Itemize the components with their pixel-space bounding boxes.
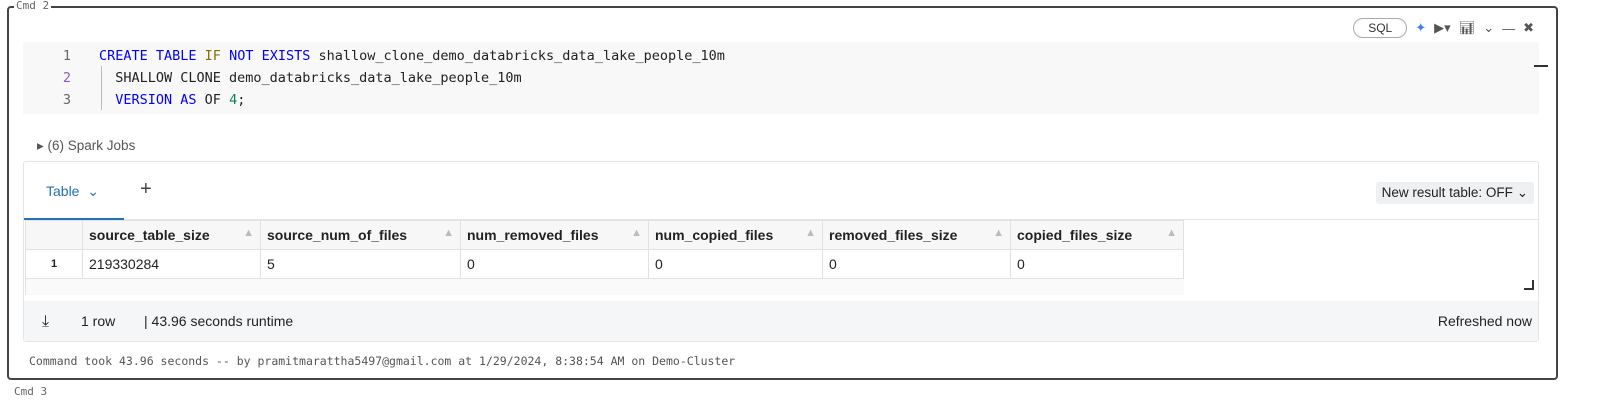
results-panel: Table ⌄ + New result table: OFF ⌄ source… [23,161,1539,342]
tab-label: Table [46,183,80,199]
column-header[interactable]: source_num_of_files ▲ [260,220,461,250]
column-header[interactable]: num_copied_files ▲ [648,220,823,250]
line-number: 2 [62,70,71,86]
resize-handle[interactable] [1524,280,1534,290]
code-token: NOT EXISTS [229,48,319,64]
sort-icon[interactable]: ▲ [993,227,1004,239]
column-label: source_num_of_files [267,227,408,243]
table-cell[interactable]: 0 [460,249,649,279]
column-label: num_copied_files [655,227,774,243]
chevron-down-icon[interactable]: ⌄ [1483,20,1495,35]
refreshed-status: Refreshed now [1437,313,1532,329]
language-button[interactable]: SQL [1353,18,1408,38]
table-cell[interactable]: 0 [648,249,823,279]
tab-table[interactable]: Table ⌄ [24,162,124,220]
table-cell[interactable]: 0 [822,249,1011,279]
cell-toolbar: SQL ✦ ▶▾ 📊︎ ⌄ — ✖ [1353,18,1534,38]
runtime: | 43.96 seconds runtime [144,313,294,329]
row-number-header [25,220,83,250]
line-number: 3 [62,92,71,108]
minimize-icon[interactable]: — [1502,20,1516,36]
line-number: 1 [62,48,71,64]
chart-icon[interactable]: 📊︎ [1458,20,1476,35]
table-cell[interactable]: 219330284 [82,249,261,279]
spark-jobs-toggle[interactable]: ▸ (6) Spark Jobs [37,138,136,153]
sort-icon[interactable]: ▲ [805,227,816,239]
column-label: num_removed_files [467,227,599,243]
code-editor[interactable]: 1 CREATE TABLE IF NOT EXISTS shallow_clon… [23,42,1539,114]
sort-icon[interactable]: ▲ [443,227,454,239]
table-cell[interactable]: 5 [260,249,461,279]
table-blank-area [25,279,1184,295]
sort-icon[interactable]: ▲ [243,227,254,239]
table-cell[interactable]: 0 [1010,249,1184,279]
column-header[interactable]: source_table_size ▲ [82,220,261,250]
code-line: CREATE TABLE IF NOT EXISTS shallow_clone… [99,45,725,67]
code-token: ; [237,92,246,108]
notebook-cell: SQL ✦ ▶▾ 📊︎ ⌄ — ✖ 1 CREATE TABLE IF NOT E… [7,6,1558,380]
sort-icon[interactable]: ▲ [631,227,642,239]
column-label: source_table_size [89,227,210,243]
code-token: OF [204,92,230,108]
spark-jobs-label: (6) Spark Jobs [47,138,136,153]
command-took: Command took 43.96 seconds -- by pramitm… [29,354,736,368]
code-token: 4 [229,92,238,108]
sparkle-icon[interactable]: ✦ [1415,20,1427,35]
sort-icon[interactable]: ▲ [1166,227,1177,239]
column-label: copied_files_size [1017,227,1133,243]
indent-guide [101,66,102,110]
column-header[interactable]: copied_files_size ▲ [1010,220,1184,250]
prev-cell-label: Cmd 2 [14,0,52,12]
code-token: SHALLOW CLONE demo_databricks_data_lake_… [99,70,522,86]
next-cell-label: Cmd 3 [14,385,48,398]
code-token: IF [204,48,230,64]
code-line: VERSION AS OF 4; [99,89,245,111]
code-line: SHALLOW CLONE demo_databricks_data_lake_… [99,67,522,89]
results-footer: ⤓ 1 row | 43.96 seconds runtime Refreshe… [24,301,1538,341]
run-icon[interactable]: ▶▾ [1434,20,1451,35]
editor-scrollbar[interactable] [1534,65,1548,67]
code-token: VERSION AS [99,92,205,108]
row-count: 1 row [81,313,116,329]
code-token: shallow_clone_demo_databricks_data_lake_… [318,48,725,64]
code-token: CREATE TABLE [99,48,205,64]
results-table: source_table_size▲source_num_of_files▲nu… [25,220,1184,279]
download-icon[interactable]: ⤓ [42,313,50,330]
column-label: removed_files_size [829,227,958,243]
add-tab-button[interactable]: + [140,178,152,200]
row-number: 1 [25,249,83,279]
new-result-table-toggle[interactable]: New result table: OFF ⌄ [1375,182,1534,204]
chevron-down-icon: ⌄ [87,183,99,199]
column-header[interactable]: num_removed_files ▲ [460,220,649,250]
column-header[interactable]: removed_files_size ▲ [822,220,1011,250]
close-icon[interactable]: ✖ [1523,20,1534,35]
